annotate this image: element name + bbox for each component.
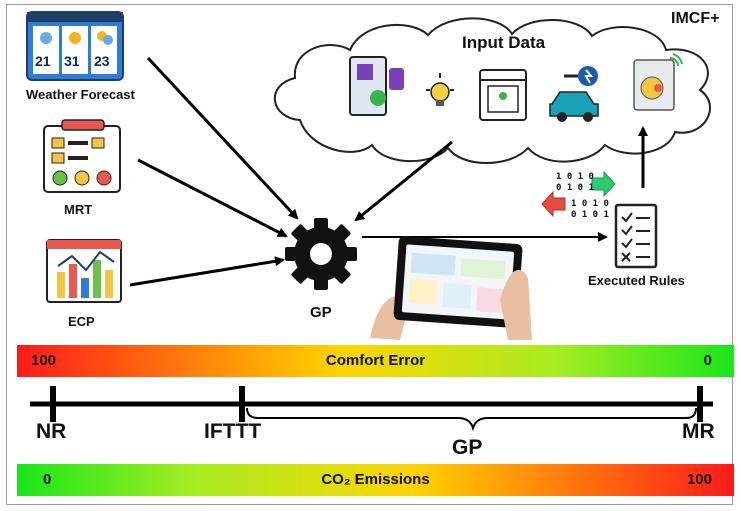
bits-top-1: 1 0 1 0: [556, 172, 594, 182]
executed-rules-label: Executed Rules: [588, 273, 685, 288]
weather-temp-1: 21: [35, 53, 51, 69]
weather-forecast-icon: [26, 11, 124, 81]
gear-icon: [285, 218, 357, 290]
rules-checklist-icon: [614, 203, 658, 269]
scale-nr-label: NR: [36, 420, 67, 443]
gp-label: GP: [310, 304, 332, 321]
co2-emissions-left-value: 0: [43, 471, 52, 488]
scale-ifttt-label: IFTTT: [204, 420, 262, 443]
bits-top-2: 0 1 0 1: [556, 183, 594, 193]
co2-emissions-bar: 0 CO₂ Emissions 100: [17, 464, 734, 496]
comfort-error-title: Comfort Error: [325, 352, 426, 369]
co2-emissions-title: CO₂ Emissions: [321, 471, 430, 488]
ecp-label: ECP: [68, 314, 95, 329]
washing-machine-icon: [633, 53, 683, 111]
mrt-checklist-icon: [43, 119, 121, 193]
bits-bottom-1: 1 0 1 0: [571, 199, 609, 209]
arrow-ecp-to-gp: [129, 256, 285, 287]
weather-forecast-label: Weather Forecast: [26, 87, 135, 102]
arrow-cloud-to-gp: [354, 140, 453, 222]
scale-gp-label: GP: [452, 436, 483, 459]
oven-icon: [479, 69, 527, 121]
input-data-label: Input Data: [462, 33, 546, 52]
scale-line: [30, 386, 713, 422]
ecp-chart-icon: [46, 239, 122, 303]
electric-car-icon: [549, 66, 599, 122]
arrow-weather-to-gp: [146, 56, 299, 220]
diagram-title: IMCF+: [671, 10, 720, 27]
tablet-dashboard-icon: [370, 236, 532, 340]
bits-bottom-2: 0 1 0 1: [571, 210, 609, 220]
weather-temp-3: 23: [94, 53, 110, 69]
diagram-frame: [6, 4, 733, 505]
fridge-icon: [349, 56, 404, 116]
gp-range-brace: [246, 407, 697, 432]
scale-mr-label: MR: [682, 420, 715, 443]
data-exchange-arrows-icon: [541, 170, 616, 218]
arrow-mrt-to-gp: [137, 158, 288, 238]
co2-emissions-right-value: 100: [686, 471, 712, 488]
comfort-error-right-value: 0: [703, 352, 712, 369]
weather-temp-2: 31: [64, 53, 80, 69]
mrt-label: MRT: [64, 202, 93, 217]
comfort-error-bar: 100 Comfort Error 0: [17, 345, 734, 377]
comfort-error-left-value: 100: [31, 352, 57, 369]
light-bulb-icon: [426, 73, 454, 106]
